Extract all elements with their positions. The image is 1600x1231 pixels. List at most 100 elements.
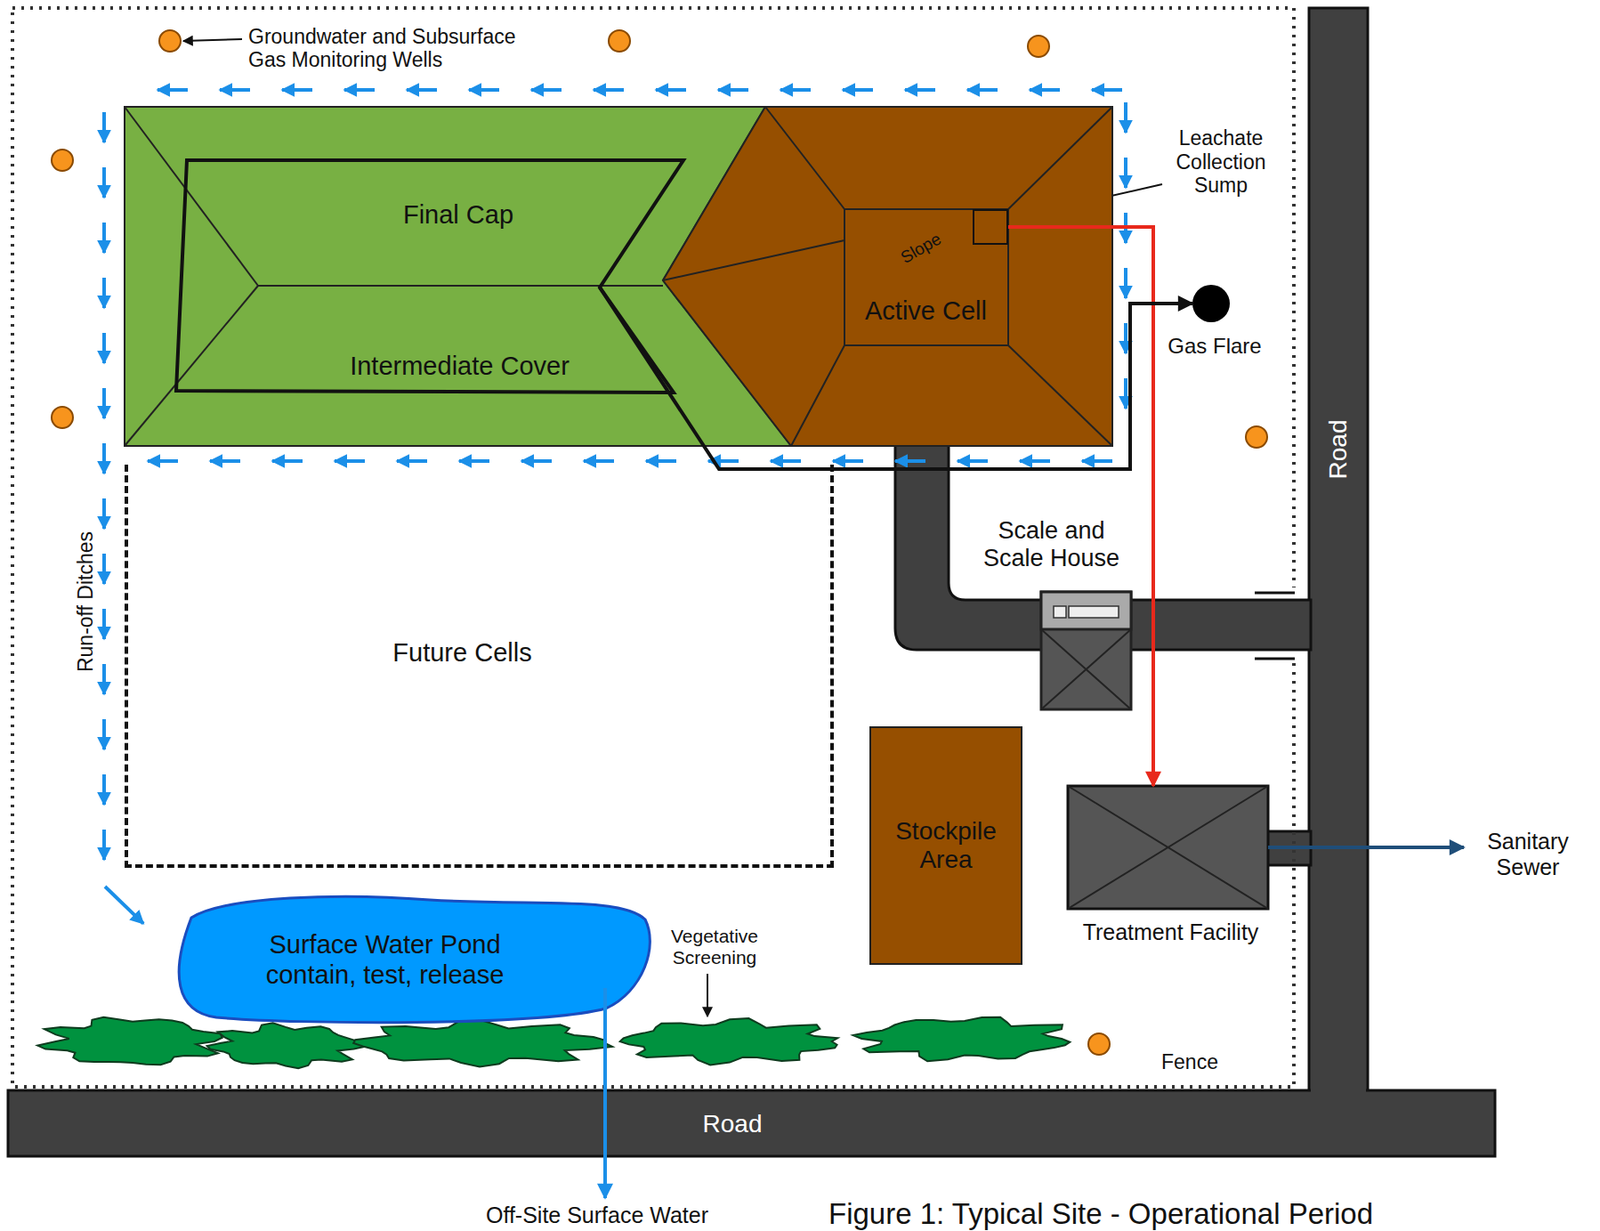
figure-caption: Figure 1: Typical Site - Operational Per… [828,1196,1374,1231]
ditch-arrow [102,829,106,860]
roads [8,8,1495,1156]
surface-water-pond: Surface Water Pond contain, test, releas… [162,892,659,1026]
node-label: Surface Water Pond contain, test, releas… [234,929,537,990]
future-cells: Future Cells [124,464,834,868]
node-label: Treatment Facility [1082,919,1260,946]
ditch-arrow [1123,212,1128,243]
ditch-arrow [147,459,178,463]
ditch-arrow [1019,459,1051,463]
annotation-label: Road [703,1109,763,1139]
ditch-arrow [1082,459,1113,463]
node-label: Final Cap [403,200,514,230]
annotation-label: Run-off Ditches [73,531,97,672]
sanitary-sewer-outlet: Sanitary Sewer [1474,823,1582,886]
ditch-arrow [905,88,936,92]
active-cell: Active Cell Leachate Collection Sump [662,106,1113,446]
ditch-arrow [895,459,926,463]
flow-connector [1268,845,1464,849]
scale-house: Scale and Scale House [1041,591,1132,710]
ditch-arrow [718,88,749,92]
ditch-arrow [1123,267,1128,299]
shrub [620,1018,839,1065]
treatment-facility-shape [1067,785,1269,909]
ditch-arrow [344,88,375,92]
vegetative-screening [37,1017,1070,1069]
ditch-arrow [102,663,106,695]
ditch-arrow [1123,323,1128,354]
annotation-label: Groundwater and Subsurface Gas Monitorin… [248,24,534,73]
ditch-arrow [282,88,313,92]
ditch-arrow [1029,88,1060,92]
shrub [853,1017,1071,1062]
ditch-arrow [770,459,801,463]
node-label: Intermediate Cover [349,351,570,381]
ditch-arrow [102,387,106,419]
ditch-arrow [102,443,106,474]
ditch-arrow [583,459,615,463]
ditch-arrow [334,459,365,463]
node-label: Sanitary Sewer [1474,828,1582,881]
ditch-arrow [102,167,106,198]
ditch-arrow [957,459,988,463]
node-label: Active Cell [864,296,987,326]
ditch-arrow [102,553,106,584]
annotation-label: Fence [1161,1050,1219,1074]
ditch-arrow [406,88,437,92]
ditch-arrow [157,88,188,92]
ditch-arrow [102,498,106,529]
ditch-arrow [105,886,144,924]
shrub [353,1019,613,1067]
off-site-surface-water: Off-Site Surface Water [472,1201,722,1229]
ditch-arrow [708,459,739,463]
gas-flare: Gas Flare [1192,284,1230,323]
node-label: Stockpile Area [874,816,1018,874]
ditch-arrow [459,459,490,463]
ditch-arrow [102,277,106,308]
ditch-arrow [102,222,106,253]
surface-water-pond-shape [162,892,659,1026]
node-label: Future Cells [392,638,532,668]
ditch-arrow [655,88,687,92]
ditch-arrow [1123,102,1128,133]
fence [12,8,1294,1087]
ditch-arrow [521,459,552,463]
ditch-arrow [780,88,811,92]
node-label: Gas Flare [1167,333,1261,359]
ditch-arrow [1123,378,1128,409]
flow-connector [603,987,607,1198]
ditch-arrow [531,88,562,92]
stockpile-area: Stockpile Area [869,726,1023,965]
ditch-arrow [646,459,677,463]
treatment-facility: Treatment Facility [1067,785,1269,909]
leachate-sump: Leachate Collection Sump [972,209,1009,245]
ditch-arrow [102,112,106,143]
monitoring-wells [51,30,1268,1055]
node-label: Leachate Collection Sump [1163,126,1279,197]
ditch-arrow [832,459,864,463]
ditch-arrow [396,459,428,463]
ditch-arrow [210,459,241,463]
node-label: Scale and Scale House [967,517,1137,573]
ditch-arrow [102,719,106,750]
active-cell-shape [662,106,1113,446]
gate-ticks [1254,592,1295,659]
ditch-arrow [593,88,624,92]
ditch-arrow [272,459,303,463]
annotation-label: Vegetative Screening [656,925,773,969]
annotation-label: Road [1324,420,1353,480]
flow-connector [1008,226,1154,786]
ditch-arrow [102,608,106,639]
flow-connector [599,287,1193,469]
ditch-arrow [967,88,998,92]
shrub [207,1022,369,1068]
node-label: Off-Site Surface Water [485,1202,709,1229]
ditch-arrow [102,774,106,805]
ditch-arrow [1123,157,1128,188]
ditch-arrow [468,88,500,92]
shrub [37,1017,223,1066]
ditch-arrow [1091,88,1123,92]
scale-house-shape [1041,591,1132,710]
ditch-arrow [219,88,251,92]
ditch-arrow [102,332,106,364]
